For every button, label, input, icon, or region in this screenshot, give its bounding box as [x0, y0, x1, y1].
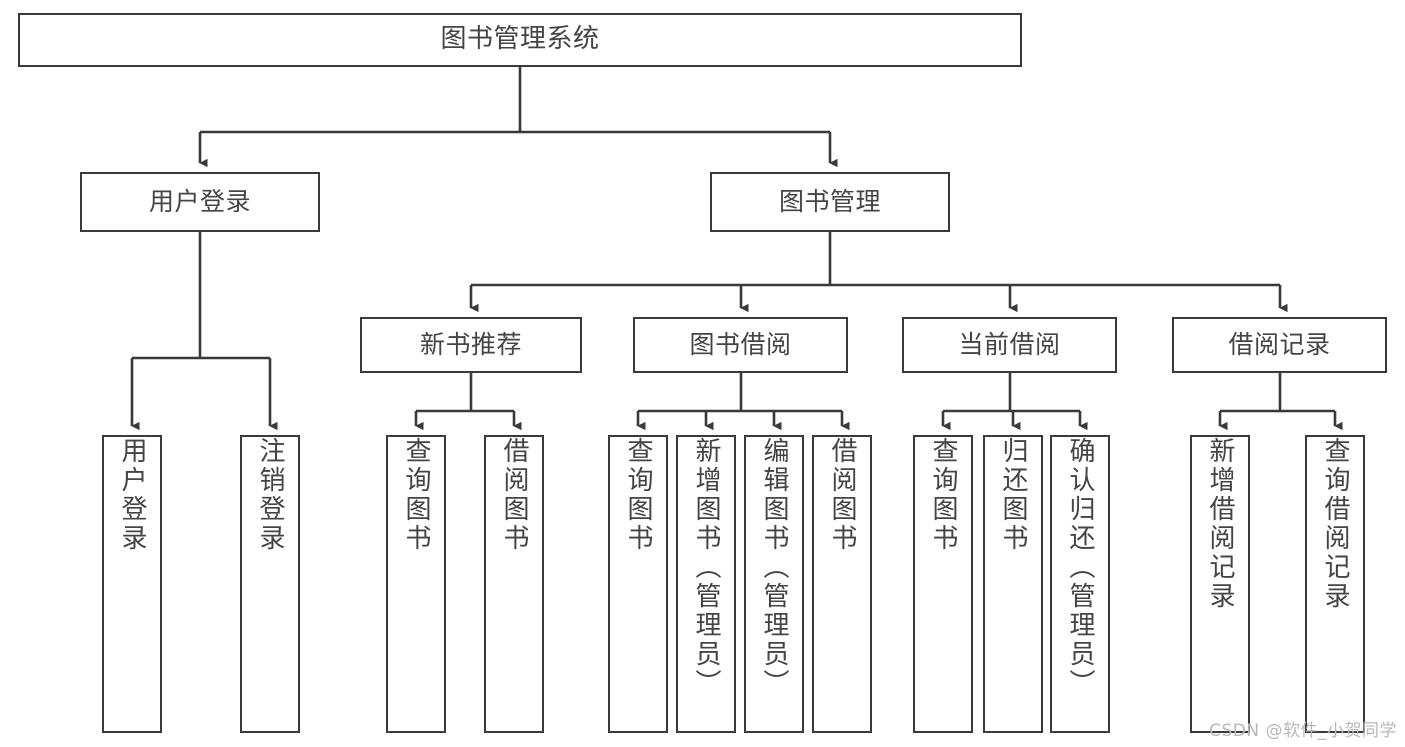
node-leaf-cb-query[interactable]: 查询图书 — [913, 435, 973, 733]
node-leaf-nb-borrow[interactable]: 借阅图书 — [484, 435, 544, 733]
node-label: 用户登录 — [117, 437, 147, 553]
node-label: 归还图书 — [998, 437, 1028, 553]
node-label: 用户登录 — [148, 186, 251, 216]
node-label: 确认归还（管理员） — [1065, 437, 1095, 698]
node-label: 查询图书 — [623, 437, 653, 553]
node-leaf-nb-query[interactable]: 查询图书 — [386, 435, 446, 733]
node-leaf-bk-borrow[interactable]: 借阅图书 — [812, 435, 872, 733]
node-label: 借阅图书 — [499, 437, 529, 553]
node-label: 新增图书（管理员） — [691, 437, 721, 698]
node-leaf-bk-add[interactable]: 新增图书（管理员） — [676, 435, 736, 733]
node-label: 图书管理 — [778, 186, 881, 216]
node-leaf-rec-add[interactable]: 新增借阅记录 — [1190, 435, 1250, 733]
node-label: 图书借阅 — [689, 329, 792, 359]
node-label: 借阅记录 — [1228, 329, 1331, 359]
node-leaf-bk-edit[interactable]: 编辑图书（管理员） — [744, 435, 804, 733]
node-borrow[interactable]: 图书借阅 — [633, 317, 848, 373]
node-records[interactable]: 借阅记录 — [1172, 317, 1387, 373]
node-root[interactable]: 图书管理系统 — [18, 13, 1022, 67]
node-newbook[interactable]: 新书推荐 — [360, 317, 582, 373]
node-bookmgmt[interactable]: 图书管理 — [710, 172, 950, 232]
node-label: 当前借阅 — [958, 329, 1061, 359]
node-label: 注销登录 — [255, 437, 285, 553]
node-login[interactable]: 用户登录 — [80, 172, 320, 232]
node-label: 查询借阅记录 — [1320, 437, 1350, 611]
node-leaf-rec-query[interactable]: 查询借阅记录 — [1305, 435, 1365, 733]
node-label: 新增借阅记录 — [1205, 437, 1235, 611]
node-label: 查询图书 — [401, 437, 431, 553]
node-leaf-user-logout[interactable]: 注销登录 — [240, 435, 300, 733]
node-label: 新书推荐 — [419, 329, 522, 359]
node-label: 图书管理系统 — [440, 24, 600, 55]
node-label: 借阅图书 — [827, 437, 857, 553]
csdn-watermark: CSDN @软件_小贺同学 — [1209, 721, 1397, 741]
node-leaf-bk-query[interactable]: 查询图书 — [608, 435, 668, 733]
node-leaf-user-login[interactable]: 用户登录 — [102, 435, 162, 733]
node-leaf-cb-confirm[interactable]: 确认归还（管理员） — [1050, 435, 1110, 733]
node-leaf-cb-return[interactable]: 归还图书 — [983, 435, 1043, 733]
node-current[interactable]: 当前借阅 — [902, 317, 1117, 373]
node-label: 查询图书 — [928, 437, 958, 553]
node-label: 编辑图书（管理员） — [759, 437, 789, 698]
